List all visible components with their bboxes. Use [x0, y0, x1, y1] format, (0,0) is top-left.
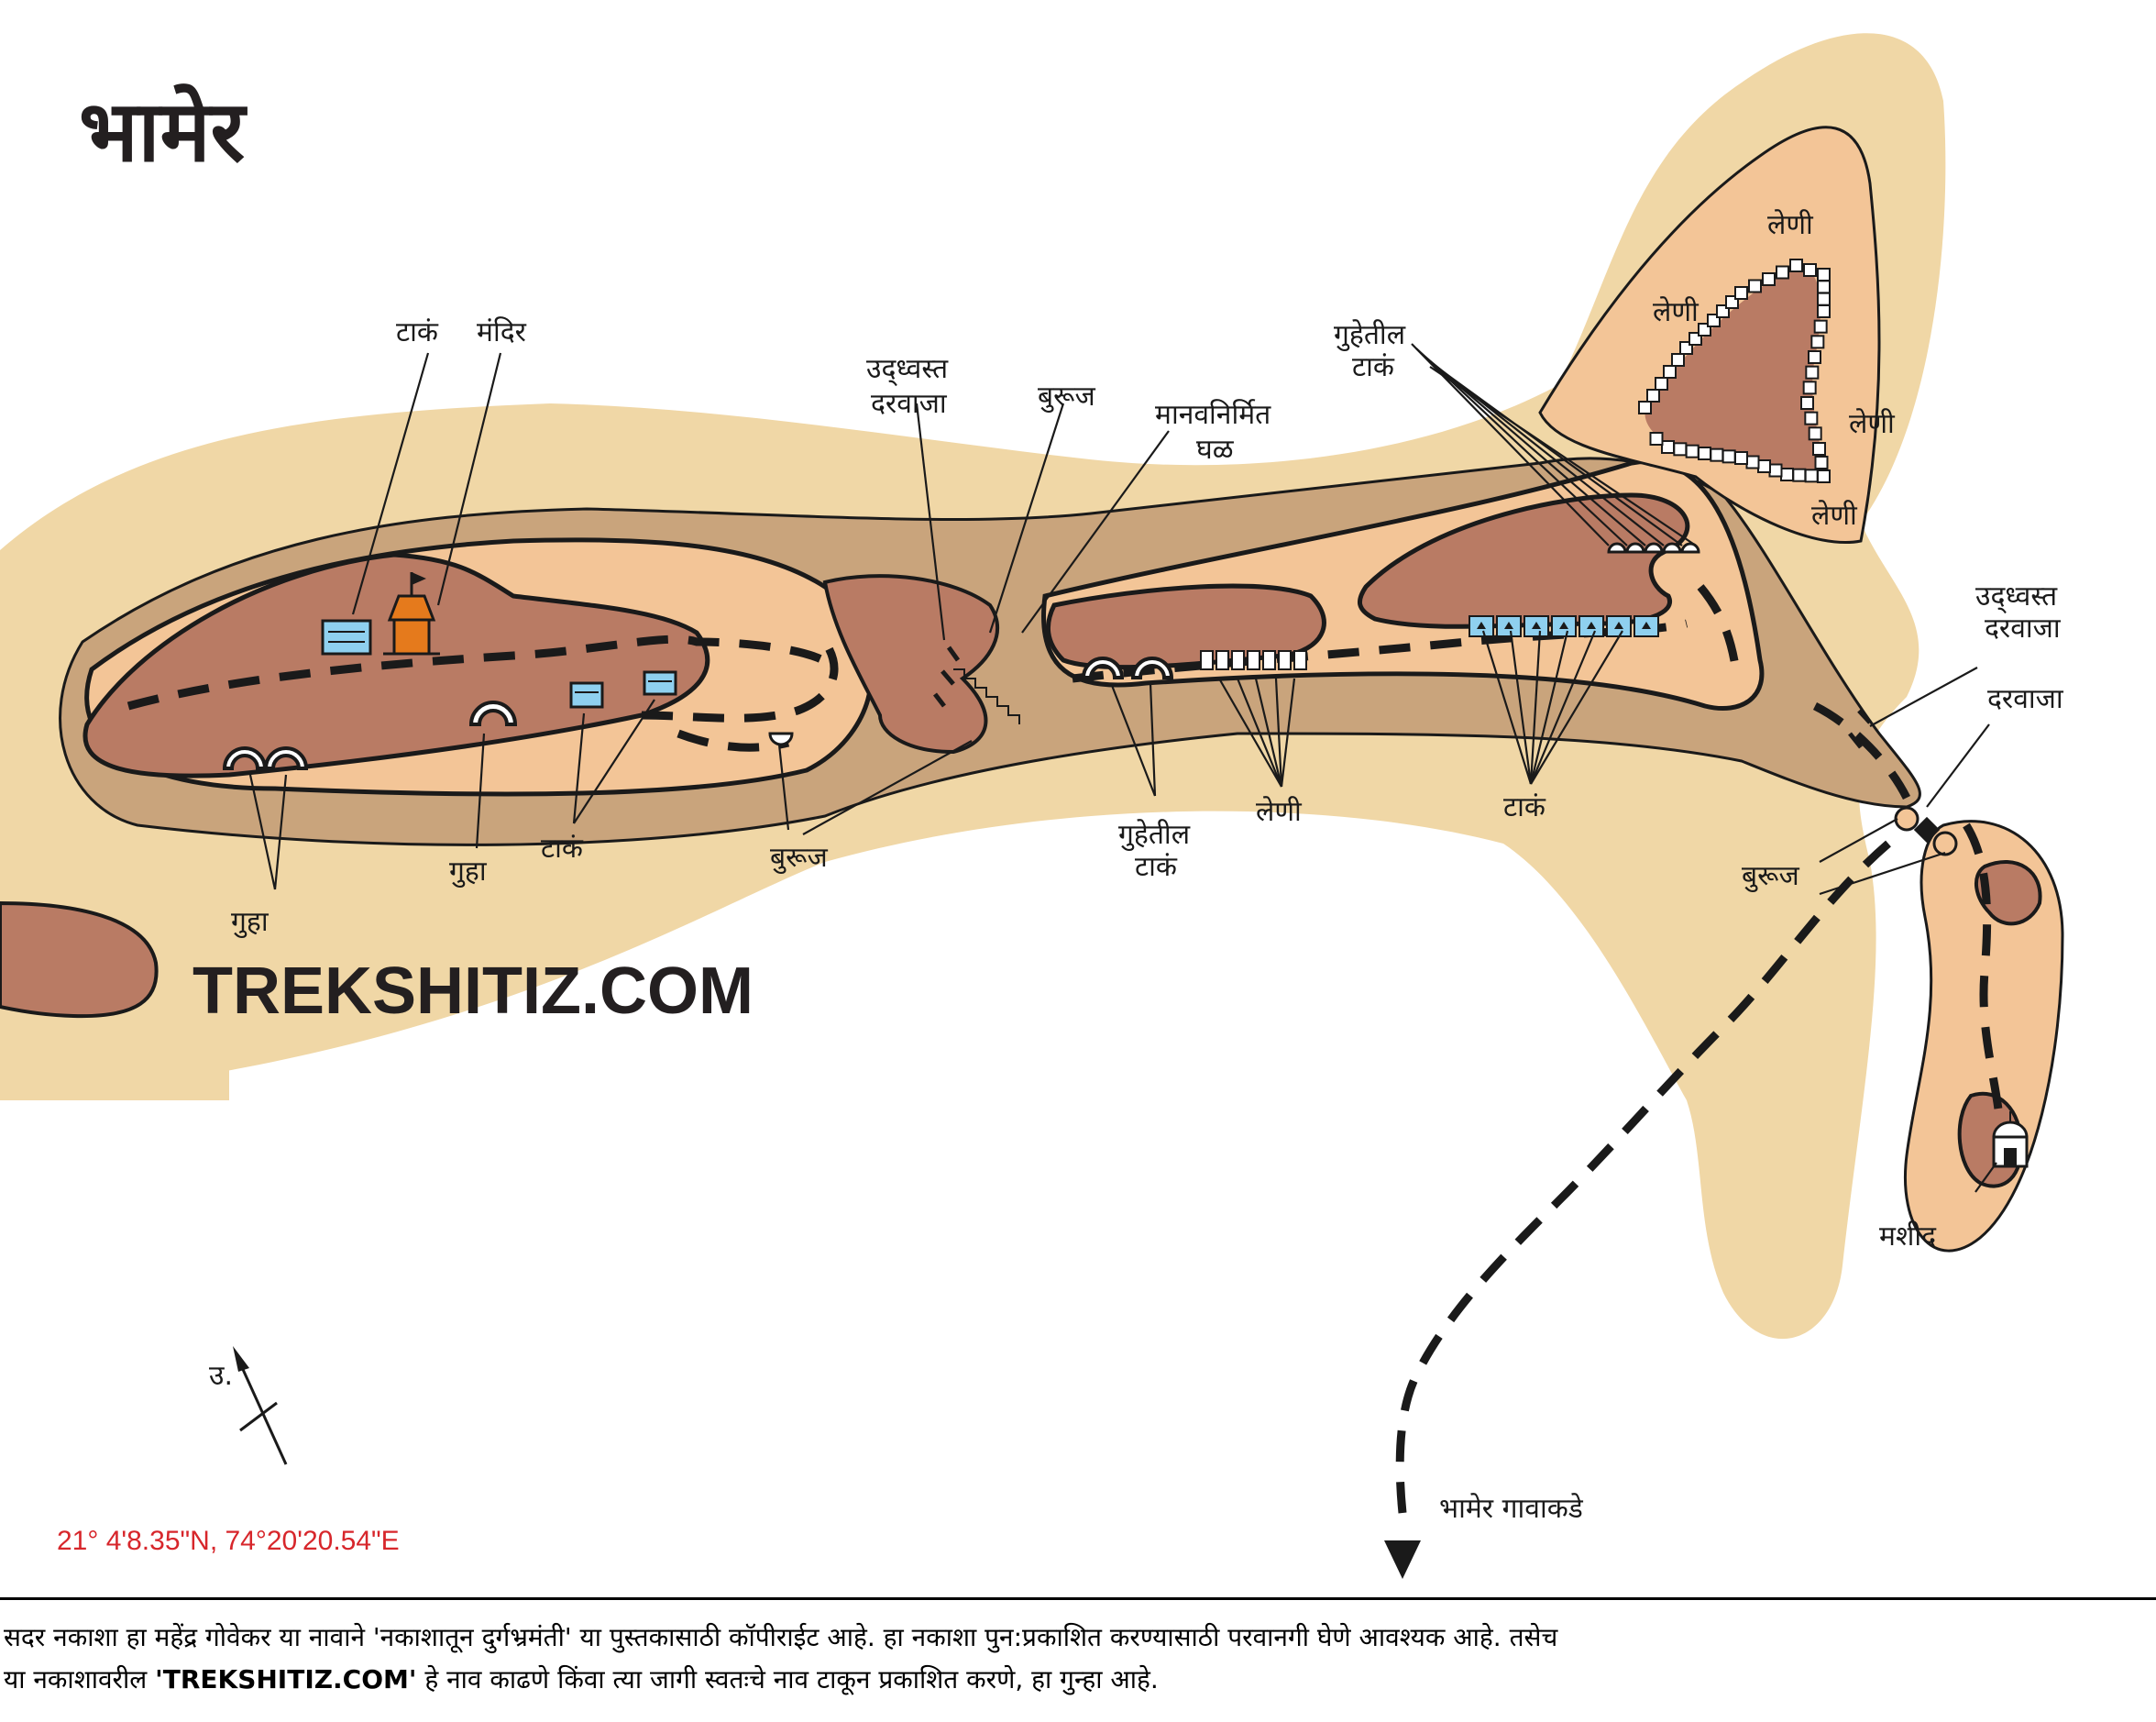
- tank-icon: [643, 670, 677, 696]
- north-label: उ.: [209, 1360, 233, 1392]
- label-caves-mid: लेणी: [1256, 796, 1303, 828]
- cave-icon: [468, 701, 518, 726]
- label-ruined-gate-2a: उद्ध्वस्त: [1975, 580, 2058, 613]
- mid-summit: [822, 574, 1000, 755]
- south-spur-knoll: [1974, 860, 2042, 926]
- tank-icon: [569, 681, 604, 709]
- fort-map: भामेर TREKSHITIZ.COM 21° 4'8.35"N, 74°20…: [0, 33, 2064, 1579]
- label-cave-tank-top-b: टाकं: [1352, 351, 1395, 383]
- cave-ring: [1638, 259, 1831, 483]
- pointer-lines: [248, 343, 1997, 1193]
- ne-summit: [1644, 266, 1824, 477]
- label-cave-left: गुहा: [231, 906, 270, 939]
- trail-main-west: [126, 635, 839, 711]
- trail-ne: [1697, 584, 1742, 679]
- copyright-line-1: सदर नकाशा हा महेंद्र गोवेकर या नावाने 'न…: [4, 1622, 1558, 1652]
- gate-icon: [1848, 709, 1872, 749]
- tanks-row-icon: [1468, 615, 1659, 637]
- steps-icon: [953, 668, 1020, 724]
- cave-tank-icon: [1607, 542, 1700, 554]
- gate-icon: [933, 646, 961, 708]
- label-cave-tank-bottom-b: टाकं: [1135, 851, 1178, 883]
- village-arrow-icon: [1384, 1540, 1421, 1579]
- label-gate: दरवाजा: [1987, 683, 2064, 715]
- north-arrow-icon: [233, 1346, 288, 1465]
- label-ditch-b: घळ: [1196, 434, 1235, 466]
- copyright-line-2: या नकाशावरील 'TREKSHITIZ.COM' हे नाव काढ…: [4, 1664, 1159, 1694]
- label-cave-mid: गुहा: [449, 855, 488, 889]
- temple-icon: [383, 572, 440, 656]
- label-caves-1: लेणी: [1767, 209, 1814, 241]
- label-tank-top: टाकं: [396, 316, 439, 348]
- cave-icon: [1081, 657, 1174, 679]
- label-ruined-gate-2b: दरवाजा: [1985, 613, 2062, 645]
- label-cave-tank-top-a: गुहेतील: [1334, 319, 1406, 352]
- label-mosque: मशीद: [1879, 1220, 1937, 1253]
- map-title: भामेर: [79, 83, 248, 181]
- middle-summit-b: [1358, 492, 1690, 629]
- watermark: TREKSHITIZ.COM: [192, 955, 754, 1028]
- label-temple: मंदिर: [477, 316, 527, 348]
- label-ruined-gate-1a: उद्ध्वस्त: [866, 353, 949, 386]
- label-caves-3: लेणी: [1849, 408, 1896, 440]
- tank-icon: [321, 619, 372, 656]
- bastion-icon: [768, 732, 794, 746]
- west-hill: [0, 900, 159, 1019]
- cave-icon: [222, 746, 309, 770]
- label-tanks-left: टाकं: [541, 833, 584, 865]
- trail-mid: [1072, 619, 1688, 683]
- label-ditch-a: मानवनिर्मित: [1155, 399, 1271, 431]
- label-caves-4: लेणी: [1811, 500, 1858, 532]
- trail-descent: [1395, 840, 1891, 1514]
- label-ruined-gate-1b: दरवाजा: [871, 388, 948, 420]
- label-tanks-right: टाकं: [1503, 791, 1546, 823]
- label-bastion-top: बुरूज: [1038, 381, 1095, 414]
- trail-to-mid: [676, 729, 790, 752]
- gate-icon: [1894, 806, 1958, 856]
- coordinates: 21° 4'8.35"N, 74°20'20.54"E: [57, 1526, 400, 1556]
- label-bastion-right: बुरूज: [1742, 860, 1799, 893]
- trail-loop: [641, 639, 839, 723]
- mosque-icon: [1992, 1111, 2029, 1168]
- copyright-footer: सदर नकाशा हा महेंद्र गोवेकर या नावाने 'न…: [0, 1597, 2156, 1722]
- trail-east: [1812, 701, 1911, 800]
- label-bastion-bottom: बुरूज: [770, 842, 828, 875]
- label-cave-tank-bottom-a: गुहेतील: [1118, 819, 1191, 852]
- label-to-village: भामेर गावाकडे: [1439, 1493, 1584, 1525]
- label-caves-2: लेणी: [1653, 296, 1700, 328]
- rock-cut-cave-icon: [1200, 650, 1307, 670]
